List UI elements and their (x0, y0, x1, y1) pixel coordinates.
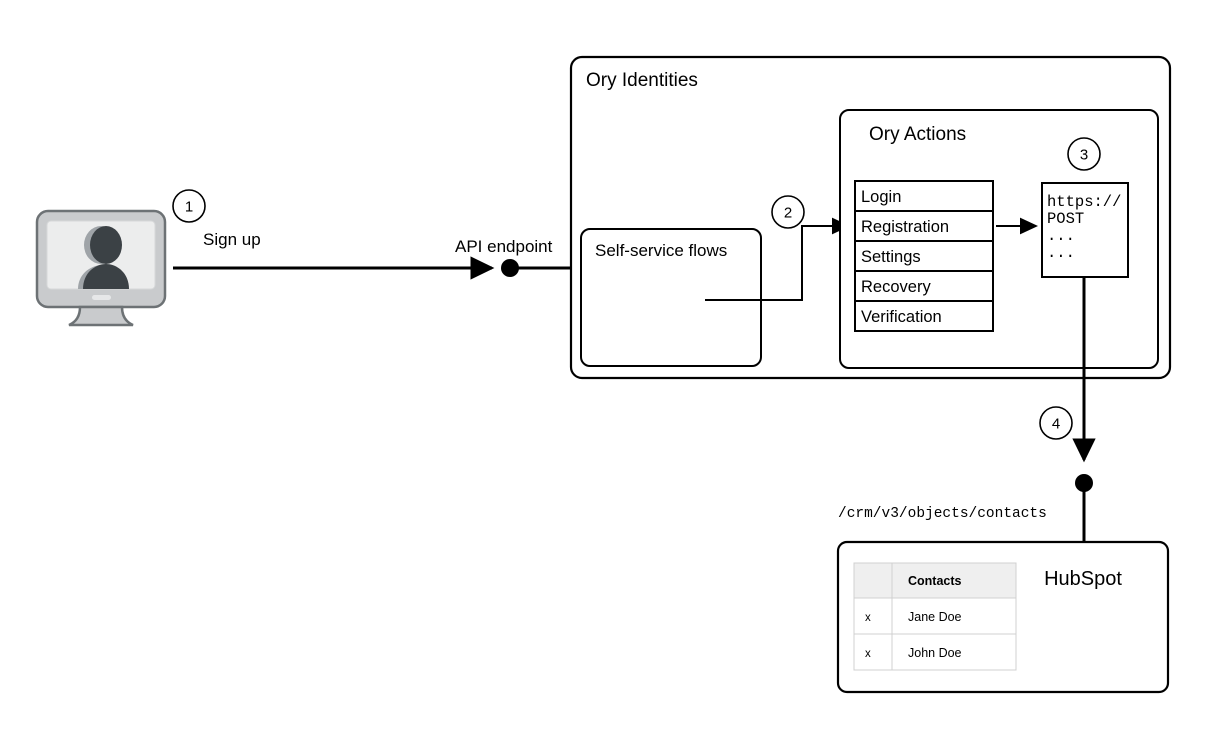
webhook-code-box (1041, 182, 1129, 278)
webhook-group: 3 https:// POST ... ... (996, 137, 1129, 278)
table-row[interactable] (853, 597, 893, 635)
flow-list-item-login-label: Login (861, 188, 901, 206)
user-monitor-icon (35, 209, 167, 327)
self-service-flows-box: Self-service flows (580, 228, 762, 367)
flow-list-item-login[interactable] (854, 180, 994, 212)
flow-list-item-recovery-label: Recovery (861, 278, 931, 296)
table-header-contacts-label: Contacts (908, 574, 962, 588)
table-cell-mark: x (865, 648, 871, 660)
step-badge-1: 1 (185, 199, 193, 216)
table-row[interactable] (891, 633, 1017, 671)
flow-list-item-registration-label: Registration (861, 218, 949, 236)
self-service-flows-title: Self-service flows (595, 241, 727, 260)
table-row[interactable] (853, 633, 893, 671)
flow-list-item-verification-label: Verification (861, 308, 942, 326)
signup-arrow-group: 1 Sign up API endpoint (172, 189, 571, 280)
webhook-line-1: https:// (1047, 193, 1121, 211)
flow-list-item-settings[interactable] (854, 240, 994, 272)
contacts-table: Contacts x Jane Doe x John Doe (853, 562, 1017, 671)
webhook-line-2: POST (1047, 210, 1084, 228)
hubspot-title: HubSpot (1044, 568, 1122, 590)
webhook-line-4: ... (1047, 244, 1075, 262)
flow-list-item-verification[interactable] (854, 300, 994, 332)
table-cell-name: Jane Doe (908, 610, 962, 624)
step-badge-3: 3 (1080, 147, 1088, 164)
hubspot-connector-group: 4 /crm/v3/objects/contacts (838, 277, 1096, 543)
flow-list: Login Registration Settings Recovery Ver… (854, 180, 994, 332)
table-row[interactable] (891, 597, 1017, 635)
table-cell-mark: x (865, 612, 871, 624)
flow-list-item-settings-label: Settings (861, 248, 921, 266)
step-badge-2: 2 (784, 205, 792, 222)
flow-list-item-registration[interactable] (854, 210, 994, 242)
table-header-cell-contacts (891, 562, 1017, 599)
table-header-cell-blank (853, 562, 893, 599)
hubspot-endpoint-dot (1075, 474, 1093, 492)
api-endpoint-label: API endpoint (455, 237, 553, 256)
avatar-silhouette (78, 226, 129, 289)
table-cell-name: John Doe (908, 646, 962, 660)
ory-actions-title: Ory Actions (869, 124, 966, 145)
api-endpoint-dot (501, 259, 519, 277)
ory-identities-title: Ory Identities (586, 70, 698, 91)
self-service-to-registration-connector: 2 (705, 195, 850, 301)
hubspot-container: HubSpot Contacts x Jane Doe x John Doe (836, 540, 1170, 694)
hubspot-endpoint-path: /crm/v3/objects/contacts (838, 506, 1047, 522)
step-badge-4: 4 (1052, 416, 1060, 433)
flow-list-item-recovery[interactable] (854, 270, 994, 302)
signup-label: Sign up (203, 230, 261, 249)
webhook-line-3: ... (1047, 227, 1075, 245)
